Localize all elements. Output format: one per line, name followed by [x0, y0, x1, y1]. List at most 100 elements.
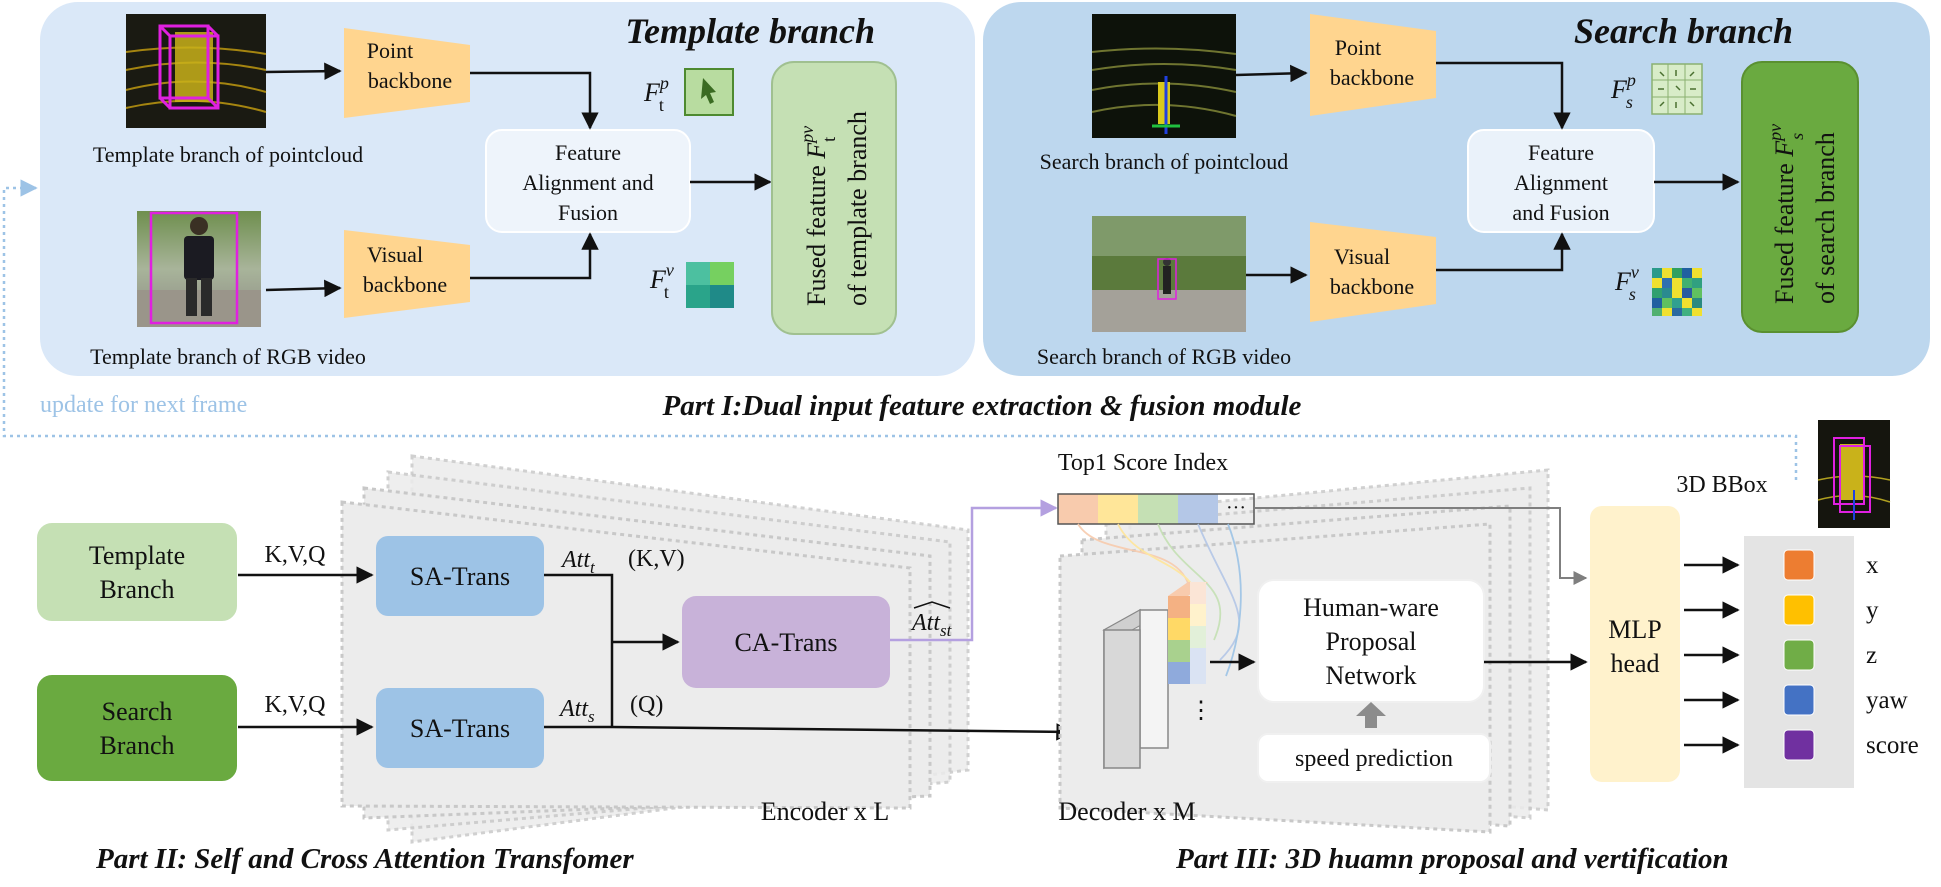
template-fused-line2: of template branch [843, 111, 872, 306]
score-cell-2 [1098, 494, 1138, 524]
encoder-arrows [238, 566, 1074, 741]
search-branch-input-line2: Branch [99, 731, 174, 760]
output-swatch-x [1783, 549, 1815, 581]
search-visual-backbone-line1: Visual [1334, 244, 1390, 269]
sa-trans-bottom-label: SA-Trans [410, 714, 510, 743]
score-bar-ellipsis: ··· [1226, 497, 1246, 519]
kvq-bottom-label: K,V,Q [265, 692, 326, 718]
template-rgb-image [137, 211, 261, 327]
search-branch-input-line1: Search [102, 697, 173, 726]
output-swatch-yaw [1783, 684, 1815, 716]
template-fusion-line1: Feature [555, 140, 621, 165]
search-visual-backbone [1310, 222, 1436, 322]
proposal-network-line3: Network [1326, 661, 1417, 690]
output-label-yaw: yaw [1866, 687, 1908, 714]
output-label-y: y [1866, 597, 1879, 624]
template-visual-backbone-line1: Visual [367, 242, 423, 267]
search-branch-input [35, 673, 239, 783]
proposal-network-line2: Proposal [1326, 627, 1417, 656]
att-st-label: Attst [910, 601, 953, 640]
search-feat-point-icon [1651, 63, 1703, 115]
decoder-label: Decoder x M [1058, 797, 1195, 826]
part2-title: Part II: Self and Cross Attention Transf… [95, 843, 634, 875]
proposal-color-blocks: ⋮ [1168, 582, 1213, 724]
encoder-label: Encoder x L [761, 797, 890, 826]
bbox-thumbnail [1817, 420, 1891, 528]
template-arrows [265, 62, 772, 298]
search-fused-box [1741, 61, 1859, 333]
output-label-x: x [1866, 552, 1879, 579]
search-point-backbone [1310, 14, 1436, 116]
search-pointcloud-caption: Search branch of pointcloud [1040, 149, 1289, 174]
speed-prediction-box [1257, 733, 1491, 783]
template-pointcloud-caption: Template branch of pointcloud [93, 142, 363, 167]
search-rgb-caption: Search branch of RGB video [1037, 344, 1291, 369]
top1-label: Top1 Score Index [1058, 450, 1228, 476]
decoder-block [1102, 608, 1170, 770]
bbox-title: 3D BBox [1676, 472, 1767, 498]
sa-trans-bottom [376, 688, 544, 768]
template-point-backbone-line1: Point [367, 38, 413, 63]
search-visual-backbone-line2: backbone [1330, 274, 1414, 299]
output-label-z: z [1866, 642, 1877, 669]
top1-score-bar: ··· [1057, 493, 1255, 525]
update-loop-line [2, 179, 1798, 480]
ca-trans [682, 596, 890, 688]
template-visual-backbone-line2: backbone [363, 272, 447, 297]
mlp-head-line1: MLP [1608, 615, 1661, 644]
search-fusion-line3: and Fusion [1512, 200, 1609, 225]
kv-label: (K,V) [628, 546, 685, 572]
output-swatch-score [1783, 729, 1815, 761]
att-st-to-top1-arrow [890, 499, 1058, 642]
search-point-backbone-line2: backbone [1330, 65, 1414, 90]
mlp-head [1590, 506, 1680, 782]
search-arrows [1235, 61, 1740, 284]
template-visual-backbone [344, 230, 470, 318]
bbox-outputs: xyz yaw score [1684, 549, 1919, 761]
search-feat-visual-icon [1652, 268, 1702, 316]
att-t-label: Attt [560, 547, 596, 577]
part1-title: Part I:Dual input feature extraction & f… [662, 390, 1302, 422]
output-swatch-z [1783, 639, 1815, 671]
decoder-arrows [1210, 507, 1588, 671]
search-point-backbone-line1: Point [1335, 35, 1381, 60]
template-feat-point-icon [684, 68, 734, 116]
speed-up-arrow [1356, 702, 1386, 728]
output-swatch-y [1783, 594, 1815, 626]
search-fusion-line2: Alignment [1514, 170, 1608, 195]
search-pointcloud-image [1091, 14, 1237, 138]
att-s-label: Atts [558, 696, 595, 726]
template-branch-input [35, 521, 239, 623]
search-branch-title: Search branch [1574, 11, 1793, 51]
sa-trans-top-label: SA-Trans [410, 562, 510, 591]
ca-trans-label: CA-Trans [734, 628, 837, 657]
proposal-vertical-dots: ⋮ [1189, 698, 1213, 724]
template-feat-visual-icon [686, 262, 734, 308]
template-rgb-caption: Template branch of RGB video [90, 344, 366, 369]
template-branch-input-line2: Branch [99, 575, 174, 604]
proposal-network-line1: Human-ware [1303, 593, 1439, 622]
template-point-backbone [344, 28, 470, 118]
template-pointcloud-image [125, 14, 267, 128]
sa-trans-top [376, 536, 544, 616]
search-rgb-image [1092, 216, 1246, 332]
score-cell-1 [1058, 494, 1098, 524]
template-branch-input-line1: Template [89, 541, 185, 570]
output-label-score: score [1866, 732, 1919, 759]
part3-title: Part III: 3D huamn proposal and vertific… [1175, 843, 1729, 875]
svg-text:Attst: Attst [910, 610, 953, 640]
mlp-head-line2: head [1610, 649, 1659, 678]
kvq-top-label: K,V,Q [265, 542, 326, 568]
score-cell-3 [1138, 494, 1178, 524]
search-fusion-line1: Feature [1528, 140, 1594, 165]
template-branch-title: Template branch [625, 11, 875, 51]
q-label: (Q) [630, 692, 663, 718]
speed-prediction-label: speed prediction [1295, 746, 1453, 772]
score-cell-4 [1178, 494, 1218, 524]
